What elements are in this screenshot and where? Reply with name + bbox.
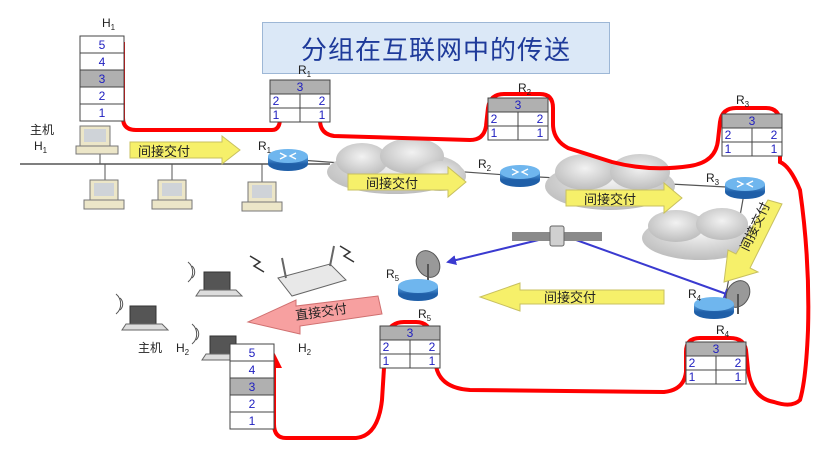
stack-label: R4 — [716, 323, 730, 339]
host2-label: 主机 — [138, 341, 162, 355]
indirect-label: 间接交付 — [584, 192, 636, 208]
stack-layer-label: 2 — [771, 128, 778, 142]
indirect-label: 间接交付 — [366, 176, 418, 192]
stack-layer-label: 2 — [537, 112, 544, 126]
stack-layer-label: 1 — [99, 106, 106, 120]
stack-layer-label: 5 — [249, 346, 256, 360]
stack-layer-label: 3 — [297, 80, 304, 94]
host1-name: H1 — [34, 139, 48, 155]
indirect-label: 间接交付 — [138, 144, 190, 160]
stack-layer-label: 2 — [319, 94, 326, 108]
stack-layer-label: 3 — [749, 114, 756, 128]
packet-path — [121, 42, 811, 440]
stack-layer-label: 1 — [491, 126, 498, 140]
stack-label: R3 — [736, 93, 750, 109]
stack-label: R2 — [518, 81, 532, 97]
stack-layer-label: 1 — [689, 370, 696, 384]
satellite-icon — [512, 225, 602, 247]
indirect-arrow-cloud1 — [347, 165, 467, 199]
stack-layer-label: 1 — [429, 354, 436, 368]
stack-layer-label: 3 — [249, 380, 256, 394]
stack-layer-label: 2 — [689, 356, 696, 370]
stack-layer-label: 4 — [249, 363, 256, 377]
stack-layer-label: 1 — [249, 414, 256, 428]
stack-layer-label: 1 — [383, 354, 390, 368]
lan-computer-icon — [241, 181, 283, 212]
stack-layer-label: 2 — [735, 356, 742, 370]
stack-layer-label: 1 — [273, 108, 280, 122]
stack-layer-label: 1 — [319, 108, 326, 122]
direct-arrow — [246, 295, 383, 335]
indirect-arrow-diagonal — [723, 199, 783, 283]
stack-layer-label: 1 — [537, 126, 544, 140]
router-r1-icon — [268, 149, 308, 171]
h2-protocol-stack: 5 4 3 2 1 — [229, 343, 275, 430]
router-r3-icon — [725, 177, 765, 199]
lan-computer-icon — [151, 179, 193, 210]
direct-label: 直接交付 — [294, 301, 348, 324]
stack-layer-label: 3 — [713, 342, 720, 356]
router-label: R4 — [688, 287, 702, 303]
indirect-arrow-cloud2 — [565, 181, 683, 215]
stack-layer-label: 5 — [99, 38, 106, 52]
h2-stack-label: H2 — [298, 341, 312, 357]
satellite-dish-icon — [415, 250, 441, 284]
indirect-arrow-satellite — [478, 282, 665, 312]
indirect-label: 间接交付 — [544, 290, 596, 306]
cloud-3 — [642, 208, 758, 260]
stack-label: R5 — [418, 307, 432, 323]
router-r4-icon — [694, 297, 734, 319]
router-r5-icon — [398, 279, 438, 301]
stack-layer-label: 2 — [99, 89, 106, 103]
stack-layer-label: 3 — [99, 72, 106, 86]
indirect-arrow-lan — [129, 134, 241, 166]
laptop-icon — [115, 293, 170, 331]
host-h1-computer-icon — [75, 125, 119, 155]
wireless-access-point-icon — [249, 245, 355, 297]
stack-layer-label: 3 — [515, 98, 522, 112]
stack-layer-label: 1 — [725, 142, 732, 156]
host1-label: 主机 — [30, 123, 54, 137]
router-label: R1 — [258, 139, 272, 155]
stack-layer-label: 3 — [407, 326, 414, 340]
stack-layer-label: 1 — [771, 142, 778, 156]
router-label: R2 — [478, 157, 492, 173]
stack-layer-label: 2 — [249, 397, 256, 411]
stack-label: H1 — [102, 16, 116, 32]
stack-layer-label: 2 — [429, 340, 436, 354]
h1-protocol-stack: 5 4 3 2 1 — [79, 35, 125, 122]
stack-layer-label: 1 — [735, 370, 742, 384]
lan-computer-icon — [83, 179, 125, 210]
stack-layer-label: 4 — [99, 55, 106, 69]
satellite-link-right — [564, 235, 734, 299]
laptop-icon — [187, 261, 244, 297]
stack-layer-label: 2 — [383, 340, 390, 354]
stack-layer-label: 2 — [491, 112, 498, 126]
diagram-title: 分组在互联网中的传送 — [262, 22, 610, 74]
stack-label: R1 — [298, 63, 312, 79]
router-label: R5 — [386, 267, 400, 283]
stack-layer-label: 2 — [273, 94, 280, 108]
stack-layer-label: 2 — [725, 128, 732, 142]
router-r2-icon — [500, 165, 540, 187]
host2-name: H2 — [176, 341, 190, 357]
router-label: R3 — [706, 171, 720, 187]
